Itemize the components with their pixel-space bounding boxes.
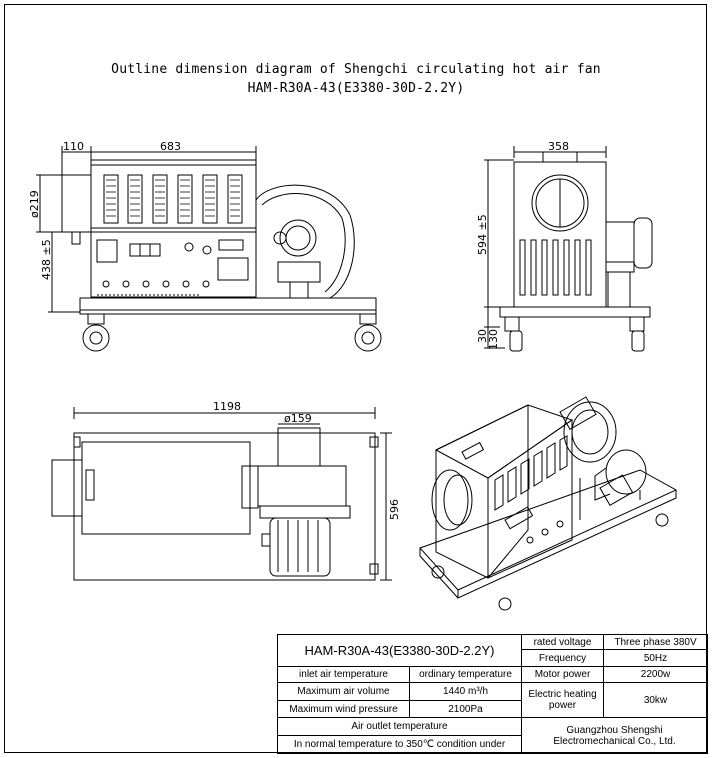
diagram-title: Outline dimension diagram of Shengchi ci…: [111, 62, 601, 77]
dim-side-height: 594 ±5: [476, 214, 489, 255]
dim-fan-dia: ø159: [284, 412, 312, 425]
model-cell: HAM-R30A-43(E3380-30D-2.2Y): [277, 634, 522, 667]
motor-power-label: Motor power: [521, 666, 604, 683]
outlet-temp-value: In normal temperature to 350℃ condition …: [277, 735, 522, 754]
dim-30: 30: [476, 329, 489, 343]
wind-pressure-label: Maximum wind pressure: [277, 700, 410, 718]
dim-front-height: 438 ±5: [40, 239, 53, 280]
frequency-value: 50Hz: [603, 649, 708, 667]
dim-683: 683: [160, 140, 181, 153]
inlet-temp-label: inlet air temperature: [277, 666, 410, 683]
diagram-model: HAM-R30A-43(E3380-30D-2.2Y): [247, 81, 465, 96]
dim-110: 110: [63, 140, 84, 153]
air-volume-value: 1440 m³/h: [409, 682, 522, 701]
dim-596: 596: [388, 499, 401, 520]
air-volume-label: Maximum air volume: [277, 682, 410, 701]
dim-1198: 1198: [213, 400, 241, 413]
company-cell: Guangzhou Shengshi Electromechanical Co.…: [521, 717, 708, 754]
rated-voltage-value: Three phase 380V: [603, 634, 708, 650]
dim-outlet-dia: ø219: [28, 190, 41, 218]
frequency-label: Frequency: [521, 649, 604, 667]
spec-table: HAM-R30A-43(E3380-30D-2.2Y) rated voltag…: [277, 634, 708, 754]
motor-power-value: 2200w: [603, 666, 708, 683]
heating-power-label: Electric heating power: [521, 682, 604, 718]
company-line2: Electromechanical Co., Ltd.: [553, 735, 676, 747]
wind-pressure-value: 2100Pa: [409, 700, 522, 718]
inlet-temp-value: ordinary temperature: [409, 666, 522, 683]
company-line1: Guangzhou Shengshi: [566, 724, 663, 736]
outlet-temp-label: Air outlet temperature: [277, 717, 522, 736]
dim-130: 130: [487, 329, 500, 350]
dim-358: 358: [548, 140, 569, 153]
heating-power-value: 30kw: [603, 682, 708, 718]
rated-voltage-label: rated voltage: [521, 634, 604, 650]
